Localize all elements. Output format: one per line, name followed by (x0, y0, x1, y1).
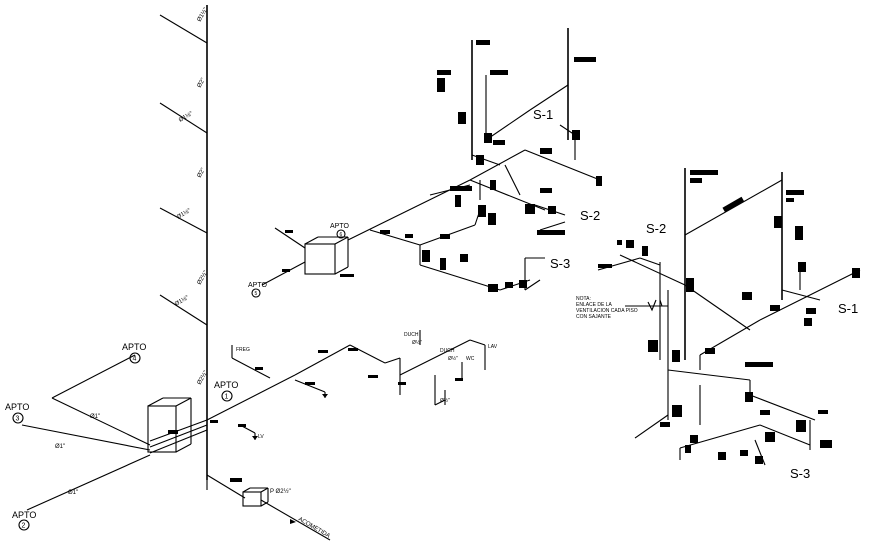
stack-label-s3: S-3 (550, 256, 570, 271)
svg-text:1: 1 (225, 394, 229, 401)
wc-label: WC (466, 356, 475, 362)
size-tag (230, 478, 242, 482)
acometida-label: ACOMETIDA (297, 517, 331, 540)
svg-text:2: 2 (22, 523, 26, 530)
svg-text:VENTILACION CADA PISO: VENTILACION CADA PISO (576, 308, 638, 314)
apto-label-2: APTO 2 (12, 510, 36, 531)
duch-size-label: Ø½" (448, 355, 458, 362)
svg-text:APTO: APTO (5, 402, 29, 412)
center-drainage (261, 28, 602, 292)
main-riser: Ø1½" Ø2" Ø1½" Ø2" Ø1½" Ø2½" Ø1½" Ø2½" (159, 5, 209, 480)
pipe-size-label: Ø1" (90, 414, 100, 420)
apto-label-1: APTO 1 (214, 380, 238, 402)
apto-label-3: APTO 3 (5, 402, 29, 424)
svg-text:3: 3 (16, 416, 20, 423)
branch-size-label: Ø½" (440, 397, 450, 404)
pipe-size-label: Ø1" (55, 444, 65, 450)
duch-label: DUCH (404, 332, 419, 338)
svg-text:APTO: APTO (122, 342, 146, 352)
meter-size-label: P Ø2½" (270, 488, 291, 495)
svg-text:4: 4 (133, 356, 137, 363)
stack-label-s1: S-1 (838, 301, 858, 316)
stack-label-s3: S-3 (790, 466, 810, 481)
fregadero-label: FREG (236, 347, 250, 353)
svg-text:APTO: APTO (214, 380, 238, 390)
riser-size-label: Ø2" (197, 167, 207, 179)
riser-size-label: Ø2" (197, 77, 207, 89)
svg-text:NOTA:: NOTA: (576, 296, 591, 302)
stack-label-s1: S-1 (533, 107, 553, 122)
stack-label-s2: S-2 (580, 208, 600, 223)
apt-supply-lines: Ø1" Ø1" Ø1" (21, 354, 151, 511)
svg-text:ENLACE DE LA: ENLACE DE LA (576, 302, 613, 308)
svg-text:APTO: APTO (330, 223, 349, 230)
stack-label-s2: S-2 (646, 221, 666, 236)
svg-text:APTO: APTO (248, 282, 267, 289)
pipe-size-label: Ø1" (68, 490, 78, 496)
riser-size-label: Ø1½" (178, 110, 195, 124)
duch-size-label: Ø½" (412, 339, 422, 346)
lav-label: LV (258, 434, 264, 440)
apto-label-4: APTO 4 (122, 342, 146, 364)
ventilation-note: NOTA: ENLACE DE LA VENTILACION CADA PISO… (576, 296, 638, 320)
svg-text:6: 6 (340, 232, 343, 238)
duch-label: DUCH (440, 348, 455, 354)
svg-text:5: 5 (255, 291, 258, 297)
svg-text:CON SAJANTE: CON SAJANTE (576, 314, 612, 320)
apto-label-6: APTO 6 (330, 223, 349, 239)
apto-label-5: APTO 5 (248, 282, 267, 298)
svg-text:APTO: APTO (12, 510, 36, 520)
meter-box: P Ø2½" ACOMETIDA (206, 474, 331, 541)
manifold-box (147, 397, 208, 454)
lav-label: LAV (488, 344, 498, 350)
riser-size-label: Ø1½" (176, 207, 193, 221)
riser-size-label: Ø1½" (174, 294, 191, 308)
apto1-branch (206, 330, 486, 440)
right-drainage (597, 168, 861, 466)
